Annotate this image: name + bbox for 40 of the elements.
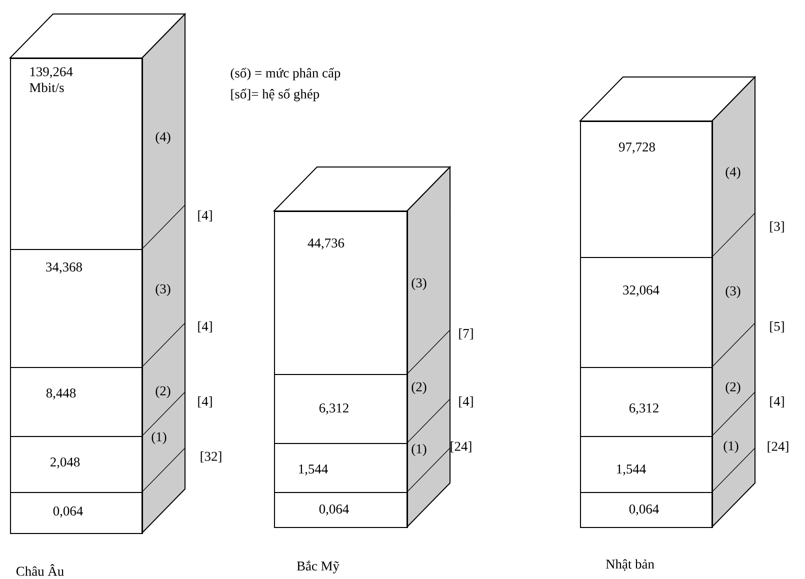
rate-box: 139,264 Mbit/s [10, 58, 143, 250]
rate-box: 6,312 [580, 367, 713, 437]
rate-box: 0,064 [274, 492, 408, 528]
level-number: (4) [726, 166, 740, 180]
level-number: (2) [156, 386, 170, 398]
multiplex-factor: [7] [459, 328, 473, 340]
legend-text: [số]= hệ số ghép [231, 88, 320, 102]
multiplex-factor: [24] [768, 441, 788, 453]
rate-box: 44,736 [274, 211, 408, 375]
multiplex-factor: [32] [200, 451, 222, 463]
rate-box: 2,048 [10, 436, 143, 493]
column-caption: Bắc Mỹ [296, 560, 340, 574]
level-number: (1) [412, 444, 426, 456]
rate-box: 8,448 [10, 367, 143, 437]
multiplex-factor: [4] [198, 210, 212, 222]
rate-box: 34,368 [10, 249, 143, 368]
multiplex-factor: [4] [198, 321, 212, 333]
multiplex-factor: [4] [770, 396, 784, 408]
rate-box: 0,064 [10, 492, 143, 534]
level-number: (4) [156, 132, 170, 144]
rate-box: 6,312 [274, 374, 408, 444]
column-caption: Châu Âu [16, 564, 64, 576]
level-number: (1) [724, 440, 738, 454]
level-number: (1) [152, 432, 166, 444]
rate-box: 32,064 [580, 257, 713, 368]
level-number: (2) [726, 382, 740, 394]
rate-box: 0,064 [580, 492, 713, 528]
level-number: (2) [412, 382, 426, 394]
level-number: (3) [156, 284, 170, 296]
multiplex-factor: [4] [459, 396, 473, 408]
rate-box: 1,544 [274, 443, 408, 493]
multiplex-factor: [3] [770, 221, 784, 233]
rate-box: 97,728 [580, 121, 713, 258]
legend-text: (số) = mức phân cấp [230, 68, 340, 80]
column-caption: Nhật bản [606, 559, 654, 571]
level-number: (3) [726, 286, 740, 298]
multiplex-factor: [24] [450, 441, 472, 453]
multiplex-factor: [4] [198, 396, 212, 408]
multiplex-factor: [5] [770, 321, 784, 333]
rate-box: 1,544 [580, 436, 713, 493]
